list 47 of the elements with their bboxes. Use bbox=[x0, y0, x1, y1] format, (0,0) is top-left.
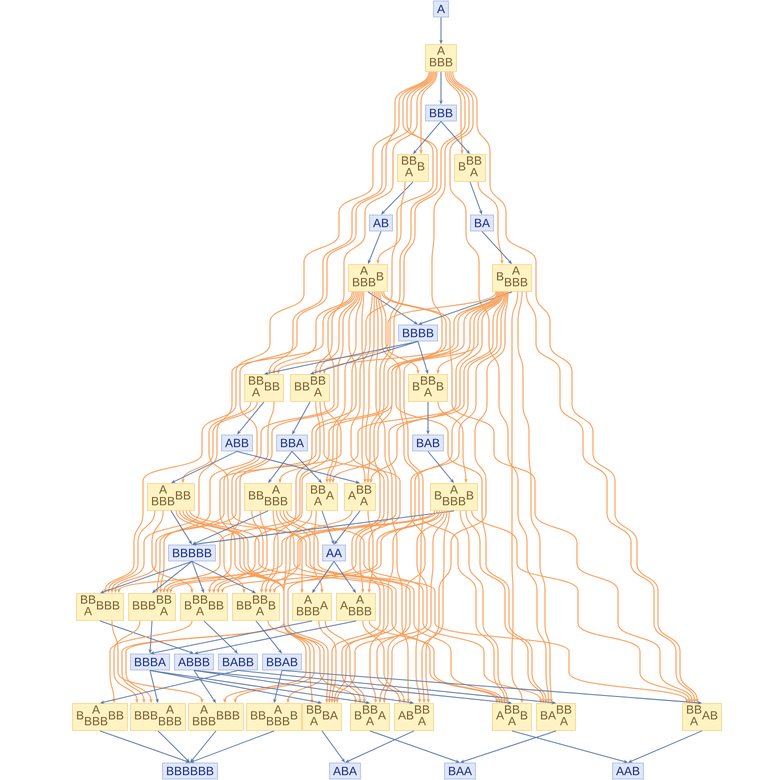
event-box: A BBB BB bbox=[147, 483, 195, 511]
event-box: BBB BB A bbox=[128, 593, 176, 621]
state-box: BBB bbox=[425, 104, 457, 122]
state-box: ABB bbox=[221, 434, 253, 452]
state-box: BAB bbox=[412, 434, 444, 452]
event-box: BB A BBB bbox=[76, 593, 124, 621]
state-box: BA bbox=[470, 214, 494, 232]
event-box: BB A BB bbox=[244, 374, 284, 402]
event-box: A BBB A bbox=[292, 593, 332, 621]
state-box: ABBB bbox=[174, 654, 214, 670]
state-box: BAA bbox=[444, 762, 476, 780]
event-box: B A BBB B bbox=[430, 483, 478, 511]
event-box: BB A B bbox=[397, 154, 429, 182]
event-box: B A BBB BB bbox=[72, 703, 128, 731]
state-box: BBA bbox=[276, 434, 308, 452]
event-box: BB BB A B bbox=[232, 593, 280, 621]
event-box: BB A AB bbox=[682, 703, 722, 731]
event-box: BA BB A bbox=[536, 703, 576, 731]
event-box: A BBB BBB bbox=[188, 703, 244, 731]
state-box: BBBA bbox=[130, 654, 170, 670]
state-box: BBBBB bbox=[168, 544, 216, 562]
event-box: B A BBB bbox=[492, 264, 532, 292]
state-box: AB bbox=[369, 214, 393, 232]
state-box: BBBB bbox=[398, 324, 438, 342]
event-box: BB A BBB bbox=[244, 483, 292, 511]
event-box: B BB A A bbox=[350, 703, 390, 731]
state-box: A bbox=[433, 0, 449, 18]
state-box: BBBBBB bbox=[162, 762, 218, 780]
event-box: BB A BBB B bbox=[246, 703, 302, 731]
event-box: B BB A B bbox=[408, 374, 448, 402]
event-box: BB A BA bbox=[302, 703, 342, 731]
state-box: BBAB bbox=[262, 654, 302, 670]
state-box: AAB bbox=[612, 762, 644, 780]
event-box: A BBB bbox=[425, 44, 457, 72]
event-box: A A BBB bbox=[336, 593, 376, 621]
event-box: AB BB A bbox=[394, 703, 434, 731]
event-box: BB BB A bbox=[290, 374, 330, 402]
state-box: ABA bbox=[329, 762, 361, 780]
state-box: AA bbox=[322, 544, 346, 562]
event-box: BB A A bbox=[306, 483, 338, 511]
event-box: A BBB B bbox=[348, 264, 388, 292]
event-box: A BB A bbox=[344, 483, 376, 511]
state-box: BABB bbox=[218, 654, 258, 670]
event-box: A BB A B bbox=[492, 703, 532, 731]
event-box: BBB A BBB bbox=[130, 703, 186, 731]
event-box: B BB A BB bbox=[180, 593, 228, 621]
event-box: B BB A bbox=[454, 154, 486, 182]
